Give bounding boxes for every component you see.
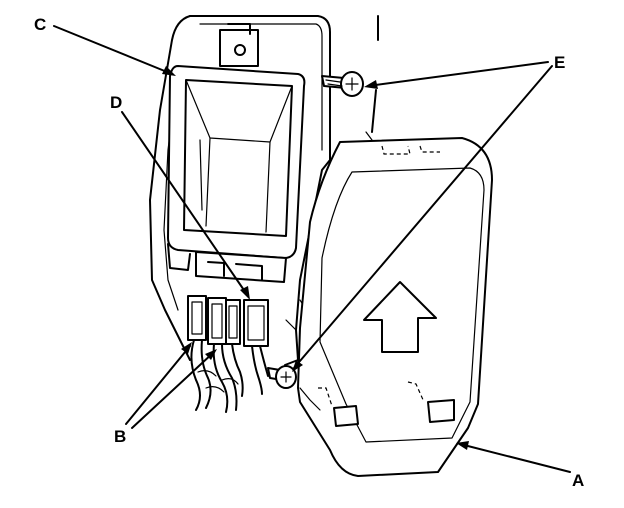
body-seam-line xyxy=(365,15,379,141)
callout-label-b: B xyxy=(114,427,126,446)
connector-harness xyxy=(187,295,269,413)
callout-label-a: A xyxy=(572,471,584,490)
cover-panel xyxy=(297,137,493,477)
leader-lines xyxy=(53,25,571,473)
callout-label-d: D xyxy=(110,93,122,112)
callout-label-c: C xyxy=(34,15,46,34)
control-unit xyxy=(167,23,306,283)
callout-label-e: E xyxy=(554,53,565,72)
lower-screw xyxy=(267,365,297,389)
upper-screw xyxy=(321,71,364,97)
